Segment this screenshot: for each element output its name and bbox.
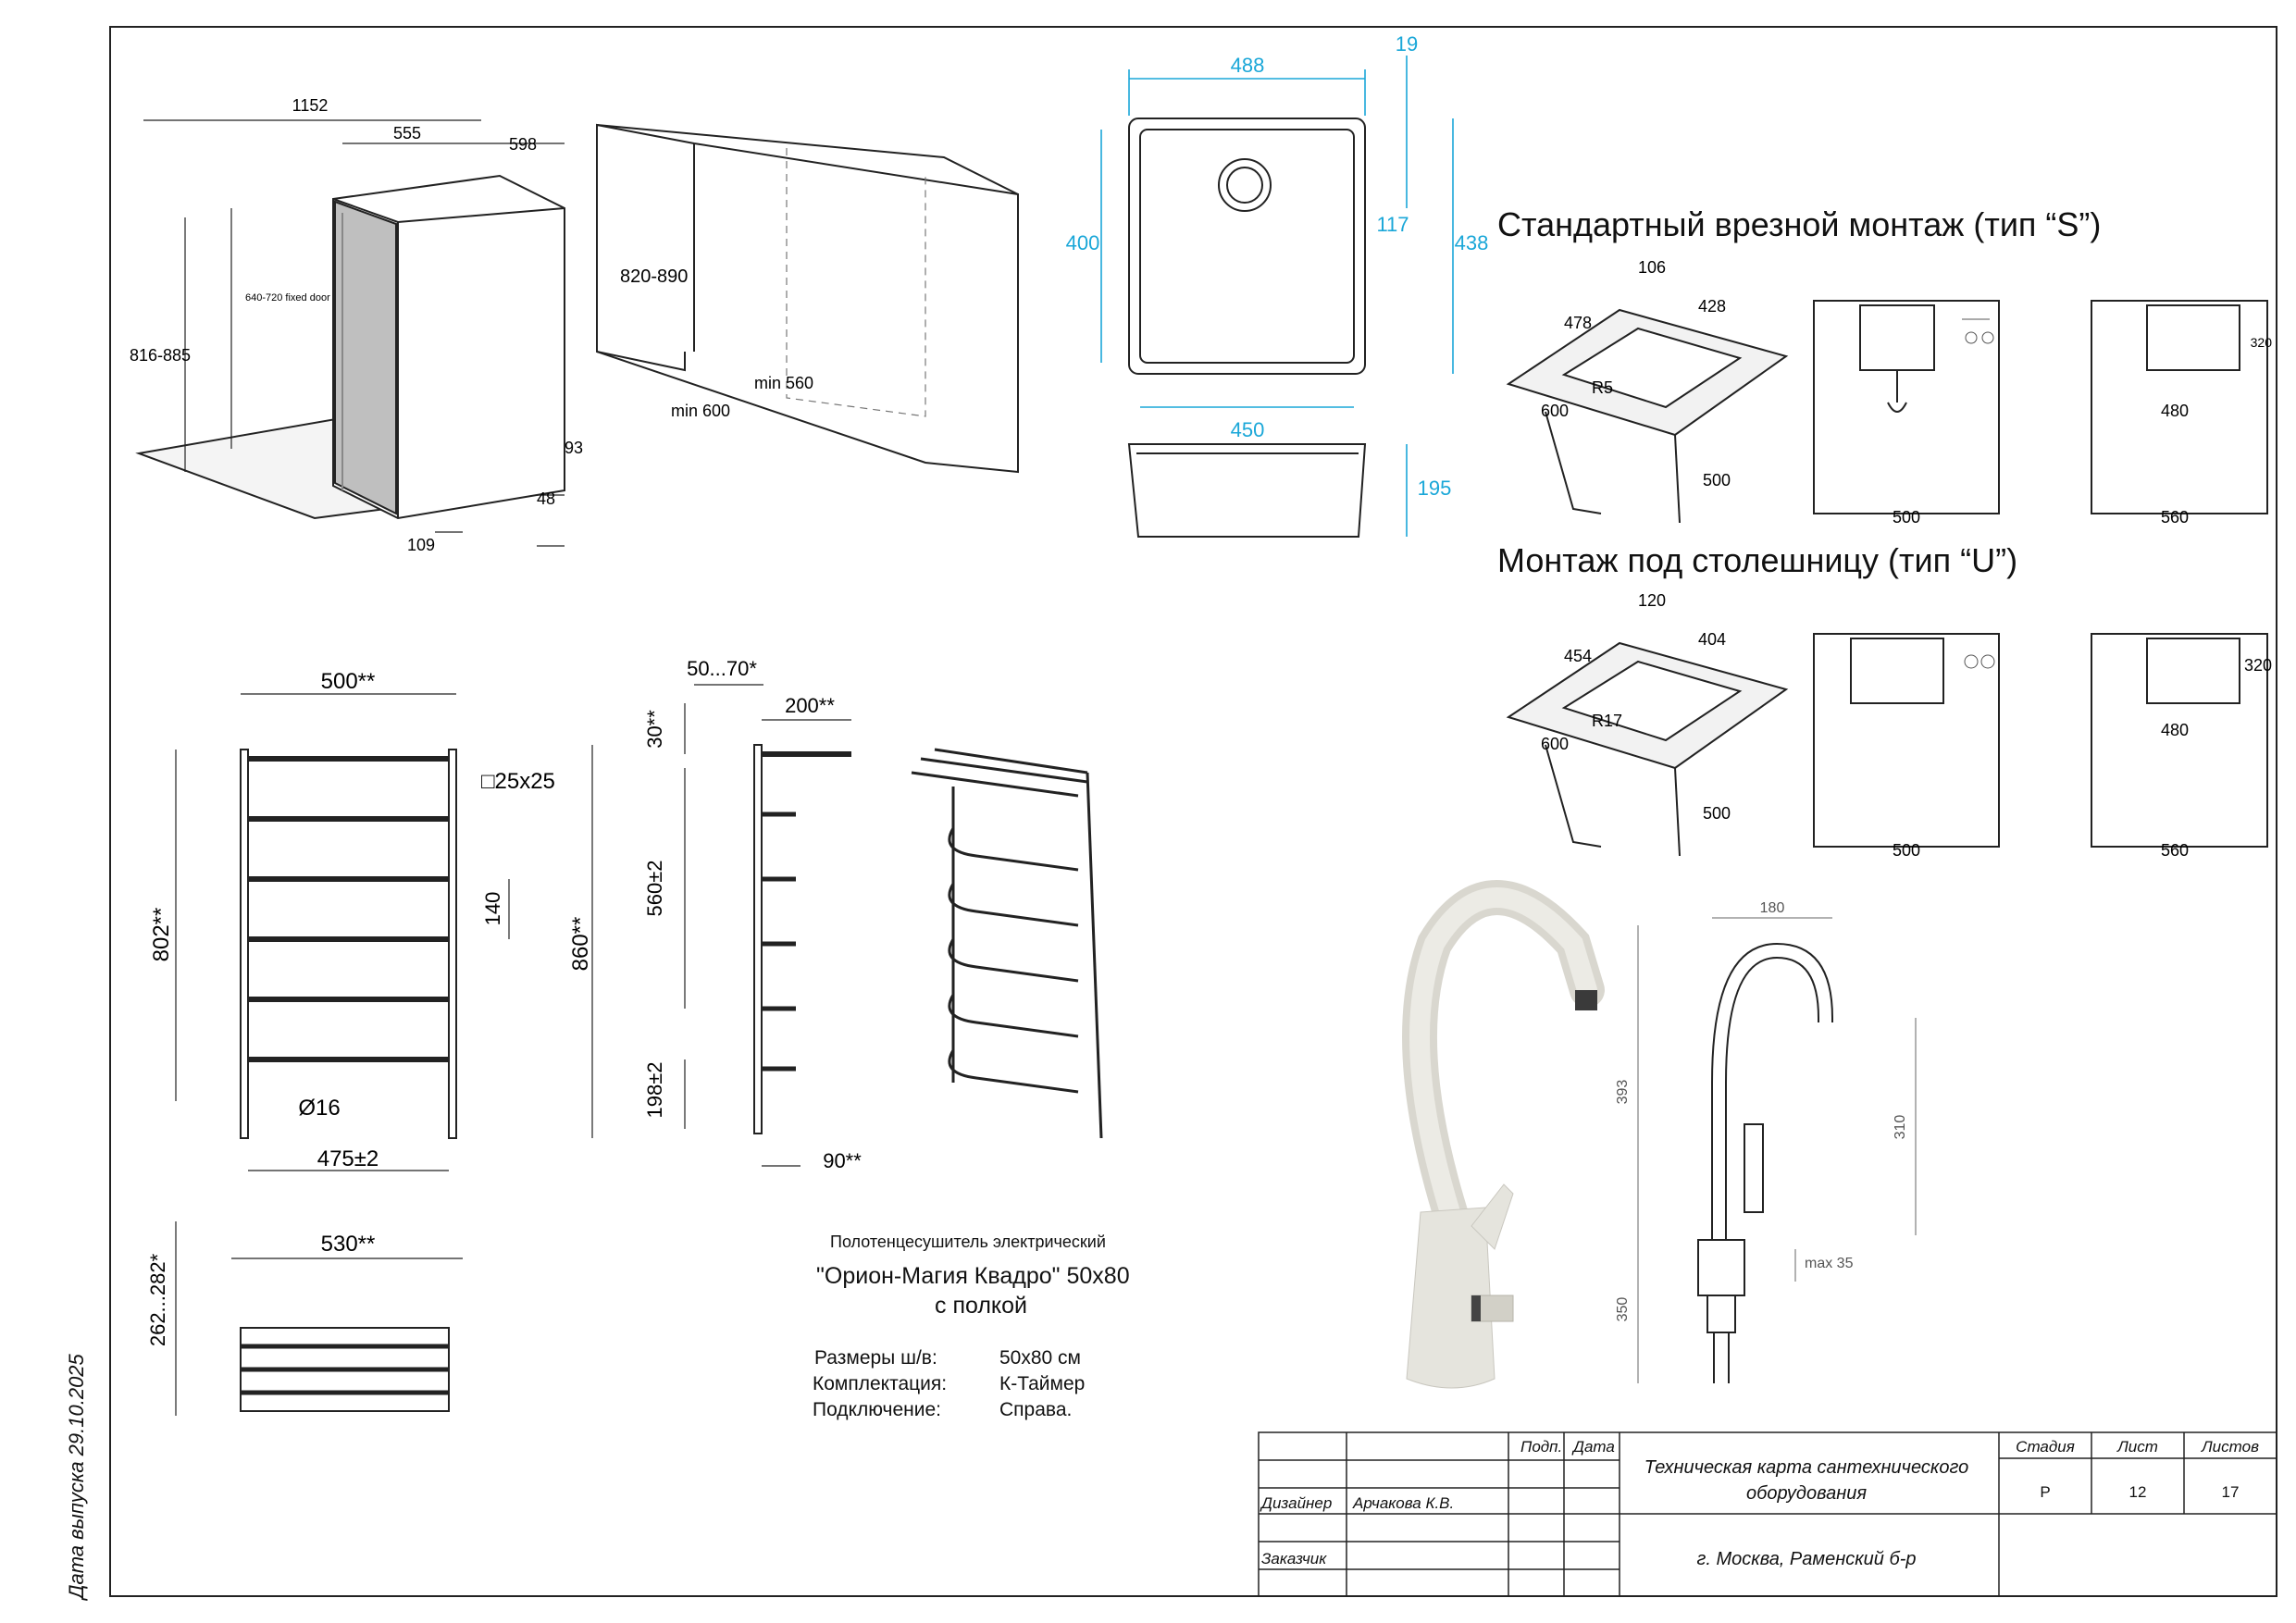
spec-size-label: Размеры ш/в:	[814, 1347, 937, 1369]
dim-sink-drain-offset: 117	[1376, 213, 1409, 236]
dim-s-side-320: 320	[2251, 335, 2273, 350]
dim-faucet-hose: 350	[1615, 1297, 1631, 1322]
dim-u-cutout-length: 454	[1564, 647, 1592, 665]
tb-customer-label: Заказчик	[1261, 1550, 1327, 1567]
dim-u-cabinet-width: 600	[1541, 735, 1569, 753]
title-block	[1258, 1431, 2277, 1597]
tb-designer-name: Арчакова К.В.	[1353, 1494, 1455, 1512]
dim-dryer-mount-distance: 560±2	[643, 860, 666, 916]
dim-dryer-tube: Ø16	[298, 1096, 340, 1121]
tb-address: г. Москва, Раменский б-р	[1696, 1549, 1917, 1569]
dishwasher-drawing: 1152 555 598 640-720 fixed door 816-885 …	[130, 96, 583, 554]
dim-sink-outer-height: 438	[1455, 231, 1489, 254]
dim-door-offset: 109	[407, 536, 435, 554]
dim-dishwasher-height: 816-885	[130, 346, 191, 365]
dim-dryer-height-802: 802**	[149, 908, 174, 962]
towel-dryer-top-drawing: 530** 262...282*	[146, 1221, 463, 1416]
dim-u-side-560: 560	[2161, 841, 2189, 860]
dim-dryer-axis-width: 475±2	[317, 1146, 379, 1171]
tb-stage-value: Р	[2040, 1483, 2051, 1501]
dim-u-side-320: 320	[2244, 656, 2272, 675]
tb-doc-title: Техническая карта сантехнического оборуд…	[1644, 1457, 1969, 1504]
dim-s-front-width: 500	[1893, 508, 1920, 527]
dim-dryer-bottom-offset: 198±2	[643, 1061, 666, 1118]
dim-s-radius: R5	[1592, 378, 1613, 397]
dim-cabinet-height: 820-890	[620, 266, 688, 287]
spec-kit-value: К-Таймер	[999, 1373, 1086, 1394]
dim-faucet-reach: 180	[1760, 900, 1785, 916]
dim-dryer-shelf-depth: 200**	[785, 694, 835, 717]
tb-col-date: Дата	[1573, 1438, 1615, 1456]
mount-u-title: Монтаж под столешницу (тип “U”)	[1497, 541, 2018, 579]
tb-designer-label: Дизайнер	[1261, 1494, 1333, 1512]
dim-dryer-top-offset: 30**	[643, 710, 666, 749]
faucet-drawing: 180 393 310 max 35 350	[1615, 900, 1917, 1383]
issue-date: Дата выпуска 29.10.2025	[65, 1354, 88, 1599]
spec-kit-label: Комплектация:	[813, 1373, 948, 1394]
dim-dryer-depth-530: 530**	[321, 1232, 376, 1257]
dim-s-cutout-length: 478	[1564, 314, 1592, 332]
towel-dryer-side-drawing: 50...70* 200** 30** 560±2 198±2 90**	[643, 657, 862, 1172]
tb-sheet-label: Лист	[2117, 1438, 2158, 1456]
towel-dryer-model: "Орион-Магия Квадро" 50x80	[816, 1263, 1130, 1289]
dim-s-side-480: 480	[2161, 402, 2189, 420]
dim-dryer-wall-gap: 262...282*	[146, 1253, 169, 1346]
dim-faucet-countertop: max 35	[1805, 1256, 1854, 1271]
dim-sink-rim: 19	[1396, 32, 1418, 56]
dim-dishwasher-width: 598	[509, 135, 537, 154]
dim-dishwasher-width-total: 1152	[292, 96, 329, 115]
dim-sink-inner-width: 450	[1231, 418, 1265, 441]
towel-dryer-caption: Полотенцесушитель электрический	[830, 1233, 1106, 1251]
sink-plan-drawing: 488 19 400 117 438 450 195	[1066, 32, 1488, 538]
tb-sheets-value: 17	[2221, 1483, 2240, 1501]
cabinet-niche-drawing: 820-890 min 560 min 600	[596, 123, 1019, 474]
dim-u-cabinet-depth: 500	[1703, 804, 1731, 823]
towel-dryer-3d-drawing	[911, 748, 1103, 1139]
dim-min-600: min 600	[671, 402, 730, 420]
dim-dryer-rail-depth: 90**	[823, 1149, 862, 1172]
spec-connection-value: Справа.	[999, 1399, 1073, 1420]
dim-s-rim-front: 106	[1638, 258, 1666, 277]
dim-dryer-profile: □25x25	[481, 769, 555, 794]
dim-dryer-wall-distance: 50...70*	[687, 657, 757, 680]
dim-u-front-width: 500	[1893, 841, 1920, 860]
dim-u-radius: R17	[1592, 712, 1622, 730]
dim-sink-inner-height: 400	[1066, 231, 1100, 254]
tb-col-sign: Подп.	[1520, 1438, 1563, 1456]
sheet-frame	[109, 26, 2277, 1597]
faucet-image	[1402, 880, 1605, 1389]
dim-s-cabinet-width: 600	[1541, 402, 1569, 420]
tb-sheet-value: 12	[2128, 1483, 2147, 1501]
dim-gap: 48	[537, 489, 555, 508]
dim-dryer-step: 140	[481, 892, 504, 926]
mount-u-drawing: 120 454 404 R17 600 500 500 480 560 320	[1506, 591, 2272, 860]
tb-stage-label: Стадия	[2016, 1438, 2075, 1456]
dim-u-rim-front: 120	[1638, 591, 1666, 610]
mount-s-title: Стандартный врезной монтаж (тип “S”)	[1497, 205, 2102, 243]
dim-s-side-560: 560	[2161, 508, 2189, 527]
dim-sink-outer-width: 488	[1231, 54, 1265, 77]
spec-connection-label: Подключение:	[813, 1399, 941, 1420]
dim-s-cabinet-depth: 500	[1703, 471, 1731, 489]
dim-u-side-480: 480	[2161, 721, 2189, 739]
mount-s-drawing: 106 478 428 R5 600 500 500 480 560 320	[1506, 258, 2273, 527]
dim-faucet-height: 393	[1615, 1080, 1631, 1105]
tb-sheets-label: Листов	[2202, 1438, 2259, 1456]
dim-min-560: min 560	[754, 374, 813, 392]
dim-fixed-door: 640-720 fixed door	[245, 292, 330, 304]
dim-dishwasher-niche-depth: 555	[393, 124, 421, 142]
dim-u-cutout-width: 404	[1698, 630, 1726, 649]
towel-dryer-model-sub: с полкой	[935, 1293, 1028, 1319]
dim-faucet-spout-height: 310	[1893, 1115, 1908, 1140]
dim-plinth: 93	[565, 439, 583, 457]
dim-sink-depth: 195	[1418, 477, 1452, 500]
dim-dryer-height-860: 860**	[568, 917, 593, 972]
dim-s-cutout-width: 428	[1698, 297, 1726, 316]
towel-dryer-front-drawing: 500** □25x25 802** 860** 140 Ø16 475±2	[149, 669, 593, 1171]
spec-size-value: 50x80 см	[999, 1347, 1081, 1369]
dim-dryer-width: 500**	[321, 669, 376, 694]
